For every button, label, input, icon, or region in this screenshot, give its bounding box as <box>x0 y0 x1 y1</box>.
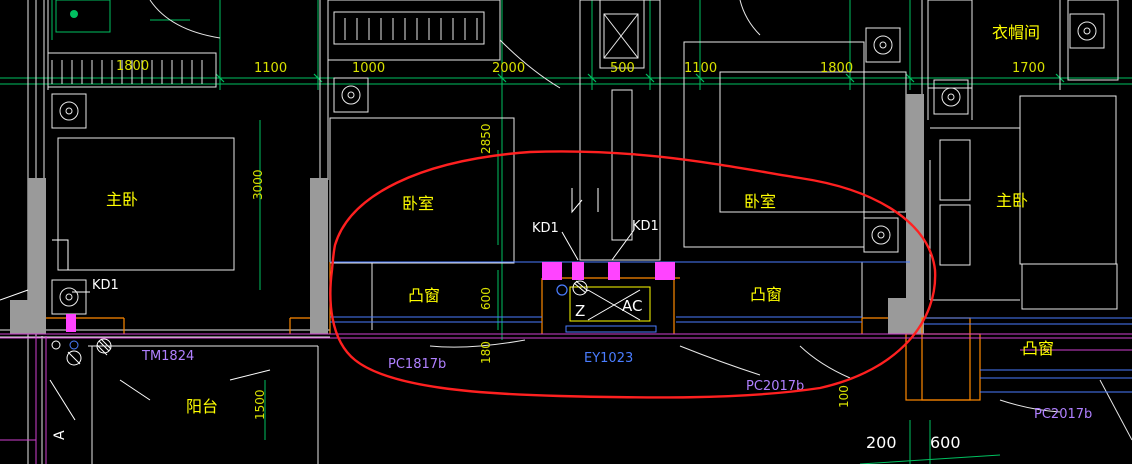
hatch-circle <box>96 338 112 356</box>
tag-kd-center-right: KD1 <box>632 219 659 234</box>
dim-200: 200 <box>866 433 897 452</box>
dim-500: 500 <box>610 61 635 76</box>
dim-180: 180 <box>479 341 493 364</box>
tag-pc-left: PC1817b <box>388 357 446 372</box>
room-master-left: 主卧 <box>106 190 138 209</box>
dim-600-bottom: 600 <box>930 433 961 452</box>
room-bay-right: 凸窗 <box>750 285 782 304</box>
room-master-right: 主卧 <box>996 191 1028 210</box>
ac-unit <box>556 280 651 322</box>
tag-pc-center: PC2017b <box>746 379 804 394</box>
door-arcs <box>149 0 1061 413</box>
dimension-labels: 1800 1100 1000 2000 500 1100 1800 1700 2… <box>116 59 1045 452</box>
dim-1100-right: 1100 <box>684 61 717 76</box>
room-labels: 主卧 卧室 卧室 主卧 衣帽间 阳台 凸窗 凸窗 凸窗 <box>106 23 1054 416</box>
magenta-lines <box>0 333 1132 464</box>
dimension-ticks <box>215 73 1065 83</box>
dim-1100-left: 1100 <box>254 61 287 76</box>
pipe-shafts <box>51 13 1105 315</box>
tag-kd-center-left: KD1 <box>532 221 559 236</box>
dim-2000: 2000 <box>492 61 525 76</box>
dim-1800-left: 1800 <box>116 59 149 74</box>
pink-blocks <box>66 262 675 332</box>
dim-100-right: 100 <box>837 385 851 408</box>
tag-ac: AC <box>622 297 642 315</box>
room-bedroom-right: 卧室 <box>744 192 776 211</box>
tag-ey: EY1023 <box>584 351 633 366</box>
dim-2850: 2850 <box>479 123 493 154</box>
tag-tm: TM1824 <box>141 349 194 364</box>
tag-labels: KD1 KD1 KD1 AC TM1824 PC1817b PC2017b PC… <box>92 219 1092 422</box>
dim-1700: 1700 <box>1012 61 1045 76</box>
room-bedroom-left: 卧室 <box>402 194 434 213</box>
dim-1800-right: 1800 <box>820 61 853 76</box>
top-left-dot <box>70 10 78 18</box>
tag-kd-left: KD1 <box>92 278 119 293</box>
red-markup-ellipse <box>329 150 937 399</box>
top-left-box <box>55 0 111 33</box>
room-balcony: 阳台 <box>186 397 218 416</box>
shaft-box <box>603 13 639 59</box>
vertical-dimension-labels: 3000 2850 600 180 1500 100 <box>251 123 851 420</box>
dim-3000: 3000 <box>251 169 265 200</box>
left-fixtures <box>0 289 271 421</box>
radiator-top-mid <box>333 11 485 45</box>
ac-base <box>565 325 657 333</box>
room-bay-left: 凸窗 <box>408 286 440 305</box>
z-mark: Z <box>575 302 585 320</box>
kd-markers <box>52 188 635 293</box>
tag-pc-right: PC2017b <box>1034 407 1092 422</box>
room-bay-far-right: 凸窗 <box>1022 339 1054 358</box>
columns <box>10 94 924 334</box>
dim-1000: 1000 <box>352 61 385 76</box>
room-cloakroom: 衣帽间 <box>992 23 1040 42</box>
dim-1500: 1500 <box>253 389 267 420</box>
radiator-top-left <box>51 60 203 84</box>
dim-600-bay: 600 <box>479 287 493 310</box>
axis-a-mark: A <box>52 430 68 440</box>
